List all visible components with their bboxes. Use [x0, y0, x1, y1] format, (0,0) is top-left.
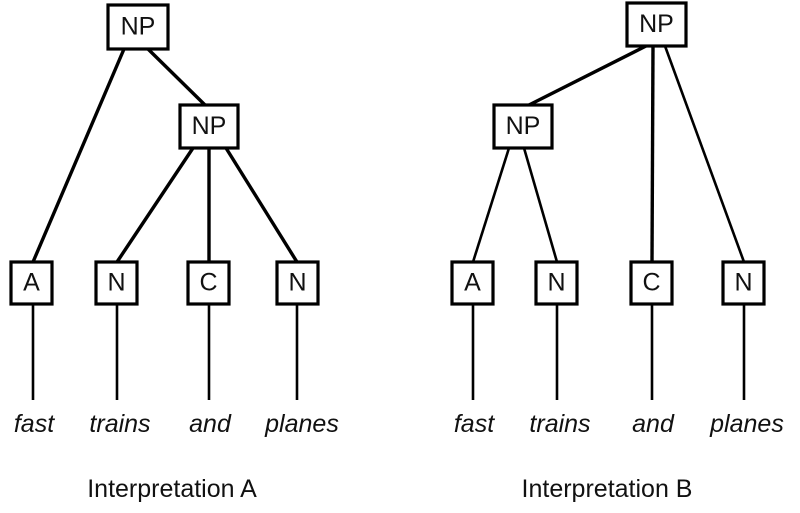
- node-box-np2[interactable]: [492, 103, 554, 150]
- node-box-leaf3[interactable]: [186, 260, 231, 306]
- node-box-np2[interactable]: [178, 103, 240, 150]
- node-label-leaf4: N: [734, 269, 752, 297]
- word-and: and: [632, 410, 675, 438]
- node-label-np2: NP: [192, 112, 227, 140]
- branch-np2-to-leaf1: [471, 147, 511, 263]
- node-label-leaf3: C: [642, 269, 660, 297]
- word-fast: fast: [14, 410, 55, 438]
- node-box-leaf4[interactable]: [275, 260, 320, 306]
- node-label-root: NP: [121, 13, 156, 41]
- word-planes: planes: [264, 410, 339, 438]
- branch-np2-to-leaf4: [224, 147, 299, 263]
- node-label-leaf1: A: [464, 269, 481, 297]
- word-and: and: [189, 410, 232, 438]
- node-box-leaf1[interactable]: [9, 260, 54, 306]
- node-label-leaf3: C: [199, 269, 217, 297]
- branch-root-to-np2: [528, 44, 647, 107]
- branch-root-to-leaf1: [31, 48, 126, 263]
- node-box-leaf4[interactable]: [721, 260, 766, 306]
- word-trains: trains: [89, 410, 150, 438]
- branch-root-to-leaf4: [663, 45, 746, 263]
- branch-root-to-np2: [146, 47, 207, 107]
- branch-np2-to-leaf2: [115, 147, 195, 263]
- node-label-root: NP: [639, 10, 674, 38]
- branch-root-to-leaf3: [650, 45, 655, 263]
- node-box-leaf3[interactable]: [629, 260, 674, 306]
- word-trains: trains: [529, 410, 590, 438]
- node-box-root[interactable]: [106, 3, 170, 51]
- node-label-leaf1: A: [23, 269, 40, 297]
- word-planes: planes: [709, 410, 784, 438]
- node-label-leaf4: N: [288, 269, 306, 297]
- branch-np2-to-leaf2: [522, 147, 559, 263]
- node-label-leaf2: N: [547, 269, 565, 297]
- node-box-leaf2[interactable]: [534, 260, 579, 306]
- caption-interpretation-b: Interpretation B: [522, 475, 693, 503]
- node-box-root[interactable]: [625, 1, 688, 48]
- caption-interpretation-a: Interpretation A: [87, 475, 257, 503]
- node-label-np2: NP: [506, 112, 541, 140]
- word-fast: fast: [454, 410, 495, 438]
- node-box-leaf2[interactable]: [94, 260, 139, 306]
- node-label-leaf2: N: [107, 269, 125, 297]
- node-box-leaf1[interactable]: [450, 260, 495, 306]
